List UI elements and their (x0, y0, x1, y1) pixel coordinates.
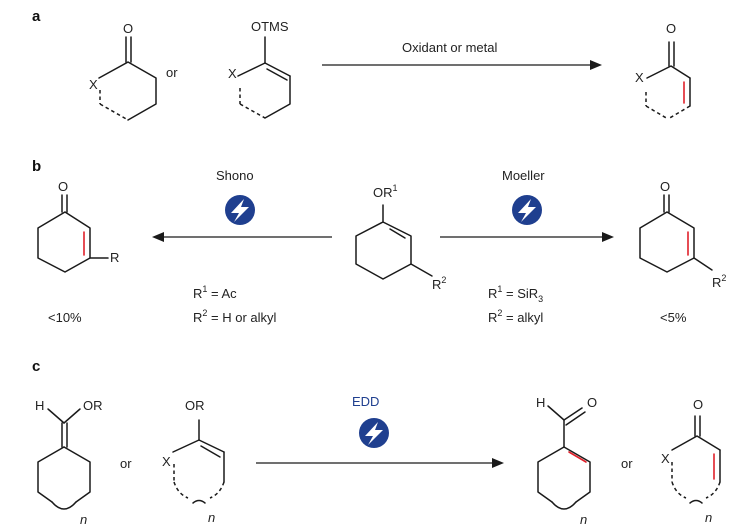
atom-x: X (228, 66, 237, 81)
atom-o: O (660, 179, 670, 194)
or-text: or (120, 456, 132, 471)
arrow-head (152, 232, 164, 242)
silyl-enol-ether-structure: OTMS X (228, 19, 291, 119)
new-double-bond (568, 451, 587, 463)
right-condition-r2: R2 = alkyl (488, 308, 543, 325)
condition-edd: EDD (352, 394, 379, 409)
or1-group: OR1 (373, 183, 398, 200)
arrow-head (602, 232, 614, 242)
atom-x: X (661, 451, 670, 466)
lightning-bolt-icon (225, 195, 255, 225)
ring-index-n: n (580, 512, 587, 527)
atom-o: O (693, 397, 703, 412)
panel-label-b: b (32, 158, 41, 175)
r2-group: R2 (432, 275, 446, 292)
left-enone-product: O R (37, 179, 119, 273)
atom-x: X (635, 70, 644, 85)
right-enone-product: O R2 (639, 179, 726, 290)
ring-index-n: n (705, 510, 712, 525)
or-group: OR (83, 398, 103, 413)
atom-o: O (587, 395, 597, 410)
or-text: or (621, 456, 633, 471)
lightning-bolt-icon (359, 418, 389, 448)
atom-x: X (162, 454, 171, 469)
cyclic-enone-structure: O X n (661, 397, 721, 525)
cyclic-enol-ether-structure: OR X n (162, 398, 225, 525)
method-shono: Shono (216, 168, 254, 183)
arrow-head (590, 60, 602, 70)
yield-text: <10% (48, 310, 82, 325)
ring-index-n: n (208, 510, 215, 525)
exocyclic-enol-ether-structure: H OR n (35, 398, 103, 527)
arrow-head (492, 458, 504, 468)
lightning-bolt-icon (512, 195, 542, 225)
ring-index-n: n (80, 512, 87, 527)
unsaturated-aldehyde-structure: H O n (536, 395, 597, 527)
method-moeller: Moeller (502, 168, 545, 183)
atom-h: H (35, 398, 44, 413)
atom-o: O (666, 21, 676, 36)
cyclic-enone-structure: O X (635, 21, 691, 120)
atom-o: O (123, 21, 133, 36)
atom-r: R (110, 250, 119, 265)
cyclic-ketone-structure: O X (89, 21, 157, 121)
r2-group: R2 (712, 273, 726, 290)
condition-text: Oxidant or metal (402, 40, 497, 55)
right-condition-r1: R1 = SiR3 (488, 284, 543, 304)
or-text: or (166, 65, 178, 80)
yield-text: <5% (660, 310, 687, 325)
panel-label-c: c (32, 358, 40, 375)
atom-x: X (89, 77, 98, 92)
atom-h: H (536, 395, 545, 410)
otms-group: OTMS (251, 19, 289, 34)
left-condition-r1: R1 = Ac (193, 284, 237, 301)
enol-derivative-structure: OR1 R2 (355, 183, 446, 292)
left-condition-r2: R2 = H or alkyl (193, 308, 277, 325)
atom-o: O (58, 179, 68, 194)
panel-label-a: a (32, 8, 41, 25)
or-group: OR (185, 398, 205, 413)
